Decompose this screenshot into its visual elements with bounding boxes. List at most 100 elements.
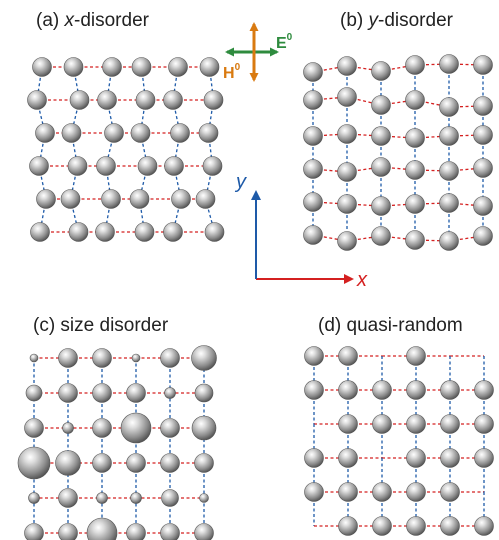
- atom-sphere: [439, 126, 459, 146]
- atom-sphere: [160, 453, 180, 473]
- panel-a-title: (a) x-disorder: [36, 10, 150, 31]
- atom-sphere: [372, 482, 392, 502]
- atom-sphere: [191, 415, 217, 441]
- x-axis-label: x: [356, 269, 368, 291]
- atom-sphere: [161, 489, 179, 507]
- atom-sphere: [338, 346, 358, 366]
- atom-sphere: [371, 95, 391, 115]
- atom-sphere: [137, 156, 158, 176]
- atom-sphere: [102, 57, 122, 77]
- panel-d-atoms: [304, 346, 494, 536]
- lattice-panels: [17, 54, 494, 540]
- panel-b-title: (b) y-disorder: [340, 10, 454, 31]
- atom-sphere: [338, 448, 358, 468]
- atom-sphere: [29, 353, 39, 363]
- atom-sphere: [24, 523, 44, 540]
- atom-sphere: [168, 57, 188, 77]
- atom-sphere: [163, 222, 183, 242]
- atom-sphere: [58, 348, 78, 368]
- atom-sphere: [303, 159, 323, 179]
- atom-sphere: [97, 90, 117, 110]
- atom-sphere: [304, 346, 324, 366]
- panel-a-bonds: [36, 66, 216, 233]
- atom-sphere: [191, 345, 217, 371]
- atom-sphere: [473, 196, 493, 216]
- atom-sphere: [58, 523, 78, 540]
- atom-sphere: [304, 448, 324, 468]
- atom-sphere: [405, 230, 425, 250]
- atom-sphere: [405, 194, 425, 214]
- field-polarization-legend: E0 H0: [223, 22, 293, 82]
- atom-sphere: [199, 493, 209, 503]
- atom-sphere: [406, 448, 426, 468]
- atom-sphere: [198, 123, 219, 143]
- atom-sphere: [371, 61, 391, 81]
- atom-sphere: [17, 446, 51, 480]
- panel-c-atoms: [17, 345, 217, 540]
- atom-sphere: [372, 380, 392, 400]
- e-field-label: E0: [276, 32, 293, 52]
- panel-d-title: (d) quasi-random: [318, 315, 463, 336]
- atom-sphere: [130, 123, 151, 143]
- atom-sphere: [194, 453, 214, 473]
- atom-sphere: [473, 125, 493, 145]
- atom-sphere: [134, 222, 155, 242]
- atom-sphere: [160, 418, 180, 438]
- atom-sphere: [130, 492, 142, 504]
- panel-d-lattice: [304, 346, 494, 536]
- panel-a-lattice: [27, 57, 225, 242]
- atom-sphere: [55, 450, 81, 476]
- atom-sphere: [303, 192, 323, 212]
- atom-sphere: [474, 516, 494, 536]
- atom-sphere: [303, 90, 323, 110]
- atom-sphere: [337, 56, 357, 76]
- atom-sphere: [92, 383, 112, 403]
- h-field-label: H0: [223, 62, 241, 82]
- atom-sphere: [163, 90, 183, 110]
- atom-sphere: [32, 57, 52, 77]
- atom-sphere: [135, 90, 156, 110]
- atom-sphere: [405, 55, 425, 75]
- atom-sphere: [62, 422, 74, 434]
- atom-sphere: [58, 383, 78, 403]
- atom-sphere: [337, 162, 357, 182]
- atom-sphere: [126, 383, 146, 403]
- atom-sphere: [131, 353, 141, 363]
- atom-sphere: [473, 158, 493, 178]
- atom-sphere: [68, 222, 89, 242]
- atom-sphere: [61, 123, 82, 143]
- atom-sphere: [439, 54, 459, 74]
- atom-sphere: [405, 160, 425, 180]
- atom-sphere: [474, 380, 494, 400]
- atom-sphere: [440, 414, 460, 434]
- atom-sphere: [164, 156, 184, 176]
- atom-sphere: [406, 482, 426, 502]
- atom-sphere: [439, 193, 459, 213]
- atom-sphere: [58, 488, 78, 508]
- atom-sphere: [96, 492, 108, 504]
- atom-sphere: [60, 189, 81, 209]
- atom-sphere: [304, 380, 324, 400]
- coordinate-axes: x y: [234, 171, 368, 291]
- atom-sphere: [30, 222, 50, 242]
- atom-sphere: [371, 226, 391, 246]
- atom-sphere: [92, 453, 112, 473]
- atom-sphere: [473, 226, 493, 246]
- atom-sphere: [337, 87, 357, 107]
- atom-sphere: [67, 156, 88, 176]
- atom-sphere: [28, 492, 40, 504]
- atom-sphere: [126, 453, 146, 473]
- atom-sphere: [160, 348, 180, 368]
- atom-sphere: [95, 222, 115, 242]
- atom-sphere: [25, 384, 43, 402]
- atom-sphere: [474, 414, 494, 434]
- atom-sphere: [96, 156, 116, 176]
- atom-sphere: [338, 380, 358, 400]
- atom-sphere: [86, 517, 118, 540]
- panel-a-atoms: [27, 57, 225, 242]
- atom-sphere: [92, 348, 112, 368]
- atom-sphere: [303, 62, 323, 82]
- atom-sphere: [63, 57, 84, 77]
- atom-sphere: [194, 523, 214, 540]
- panel-c-bonds: [33, 357, 205, 534]
